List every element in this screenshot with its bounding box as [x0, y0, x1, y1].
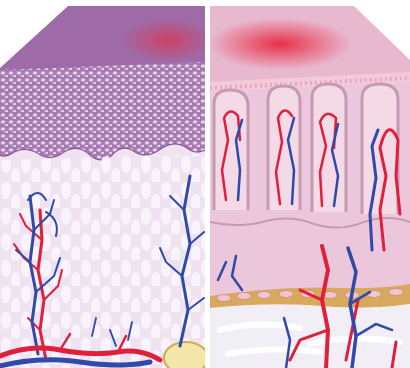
right-tissue-panel [208, 6, 410, 368]
papilla-1 [214, 90, 248, 210]
papilla-3 [312, 84, 346, 212]
left-tissue-panel [0, 6, 214, 368]
papilla-2 [268, 86, 300, 210]
right-inflamed-spot [208, 18, 352, 70]
panel-divider [205, 0, 210, 368]
left-inflamed-spot [122, 18, 214, 62]
left-deep-nodule [164, 342, 208, 368]
